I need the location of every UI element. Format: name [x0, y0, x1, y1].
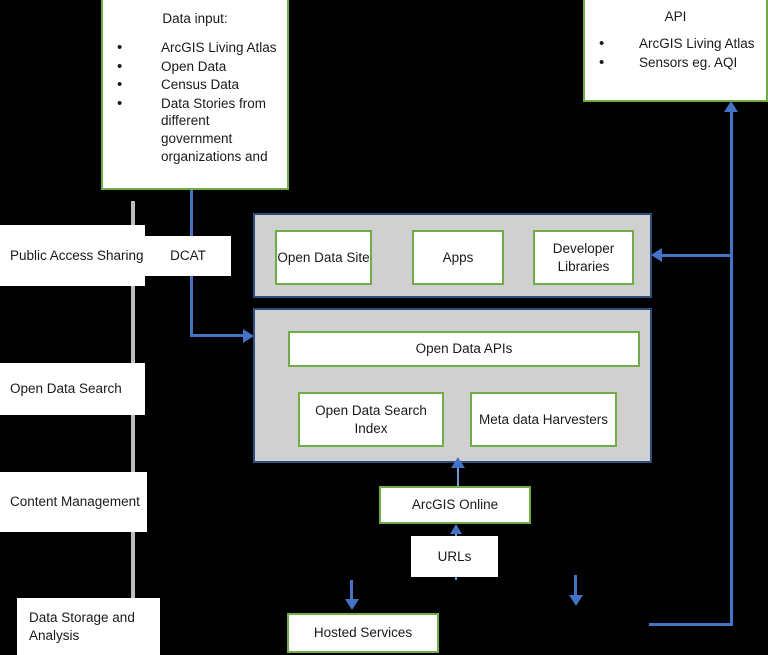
panel-item-label: Open Data APIs — [415, 341, 513, 357]
panel-item-label: Apps — [442, 249, 474, 265]
api-card: API ArcGIS Living Atlas Sensors eg. AQI — [583, 0, 768, 102]
panel-item-meta-data-harvesters[interactable]: Meta data Harvesters — [470, 392, 617, 447]
arcgis-online-box[interactable]: ArcGIS Online — [379, 486, 531, 524]
label-open-data-search: Open Data Search — [0, 363, 145, 415]
arcgis-online-to-panel-arrowhead — [451, 457, 465, 468]
dcat-connector-arrowhead — [243, 329, 254, 343]
data-input-bullet-list: ArcGIS Living Atlas Open Data Census Dat… — [103, 38, 287, 165]
services-panel: Open Data APIs Open Data Search Index Me… — [253, 308, 652, 463]
api-title: API — [664, 9, 687, 24]
api-branch-horizontal — [662, 254, 732, 257]
label-data-storage-and-analysis: Data Storage and Analysis — [17, 598, 160, 655]
list-item: Sensors eg. AQI — [585, 53, 758, 72]
panel-item-open-data-site[interactable]: Open Data Site — [275, 230, 372, 285]
data-input-card: Data input: ArcGIS Living Atlas Open Dat… — [101, 0, 289, 190]
right-down-arrowhead — [569, 595, 583, 606]
panel-item-open-data-search-index[interactable]: Open Data Search Index — [298, 392, 444, 447]
hosted-services-arrowhead — [345, 599, 359, 610]
panel-item-label: Meta data Harvesters — [478, 411, 609, 427]
list-item: Data Stories from different government o… — [103, 94, 279, 165]
api-loop-arrowhead — [724, 101, 738, 112]
urls-label-box: URLs — [411, 536, 498, 577]
right-down-arrow-line — [574, 575, 577, 597]
list-item: ArcGIS Living Atlas — [103, 38, 279, 57]
label-text: Content Management — [10, 494, 140, 510]
panel-item-open-data-apis[interactable]: Open Data APIs — [288, 331, 640, 367]
panel-item-label: Open Data Site — [277, 249, 370, 265]
hosted-services-box[interactable]: Hosted Services — [287, 613, 439, 653]
panel-item-developer-libraries[interactable]: Developer Libraries — [533, 230, 634, 285]
panel-item-label: Developer Libraries — [552, 241, 615, 274]
urls-to-arcgis-arrowhead — [450, 524, 462, 534]
api-branch-arrowhead — [651, 248, 662, 262]
hosted-services-label: Hosted Services — [313, 625, 413, 641]
urls-label-text: URLs — [437, 548, 472, 564]
hosted-services-arrow-line — [350, 580, 353, 601]
label-content-management: Content Management — [0, 472, 147, 532]
list-item: Census Data — [103, 75, 279, 94]
dcat-label-box: DCAT — [145, 236, 231, 276]
dcat-connector-horizontal — [190, 334, 245, 337]
label-text: Data Storage and Analysis — [29, 610, 135, 643]
arcgis-online-label: ArcGIS Online — [411, 497, 499, 513]
panel-item-label: Open Data Search Index — [315, 403, 427, 436]
label-text: Open Data Search — [10, 381, 122, 397]
list-item: Open Data — [103, 57, 279, 76]
api-loop-vertical — [730, 111, 733, 626]
presentation-panel: Open Data Site Apps Developer Libraries — [253, 213, 652, 298]
dcat-label-text: DCAT — [170, 248, 206, 264]
arcgis-online-to-panel-line — [457, 466, 459, 488]
data-input-title: Data input: — [162, 11, 228, 26]
api-loop-bottom-horizontal — [649, 623, 733, 626]
label-text: Public Access Sharing — [10, 247, 144, 263]
list-item: ArcGIS Living Atlas — [585, 34, 758, 53]
label-public-access-sharing: Public Access Sharing — [0, 225, 145, 286]
api-bullet-list: ArcGIS Living Atlas Sensors eg. AQI — [585, 34, 766, 72]
panel-item-apps[interactable]: Apps — [412, 230, 504, 285]
left-vertical-divider — [131, 201, 135, 655]
